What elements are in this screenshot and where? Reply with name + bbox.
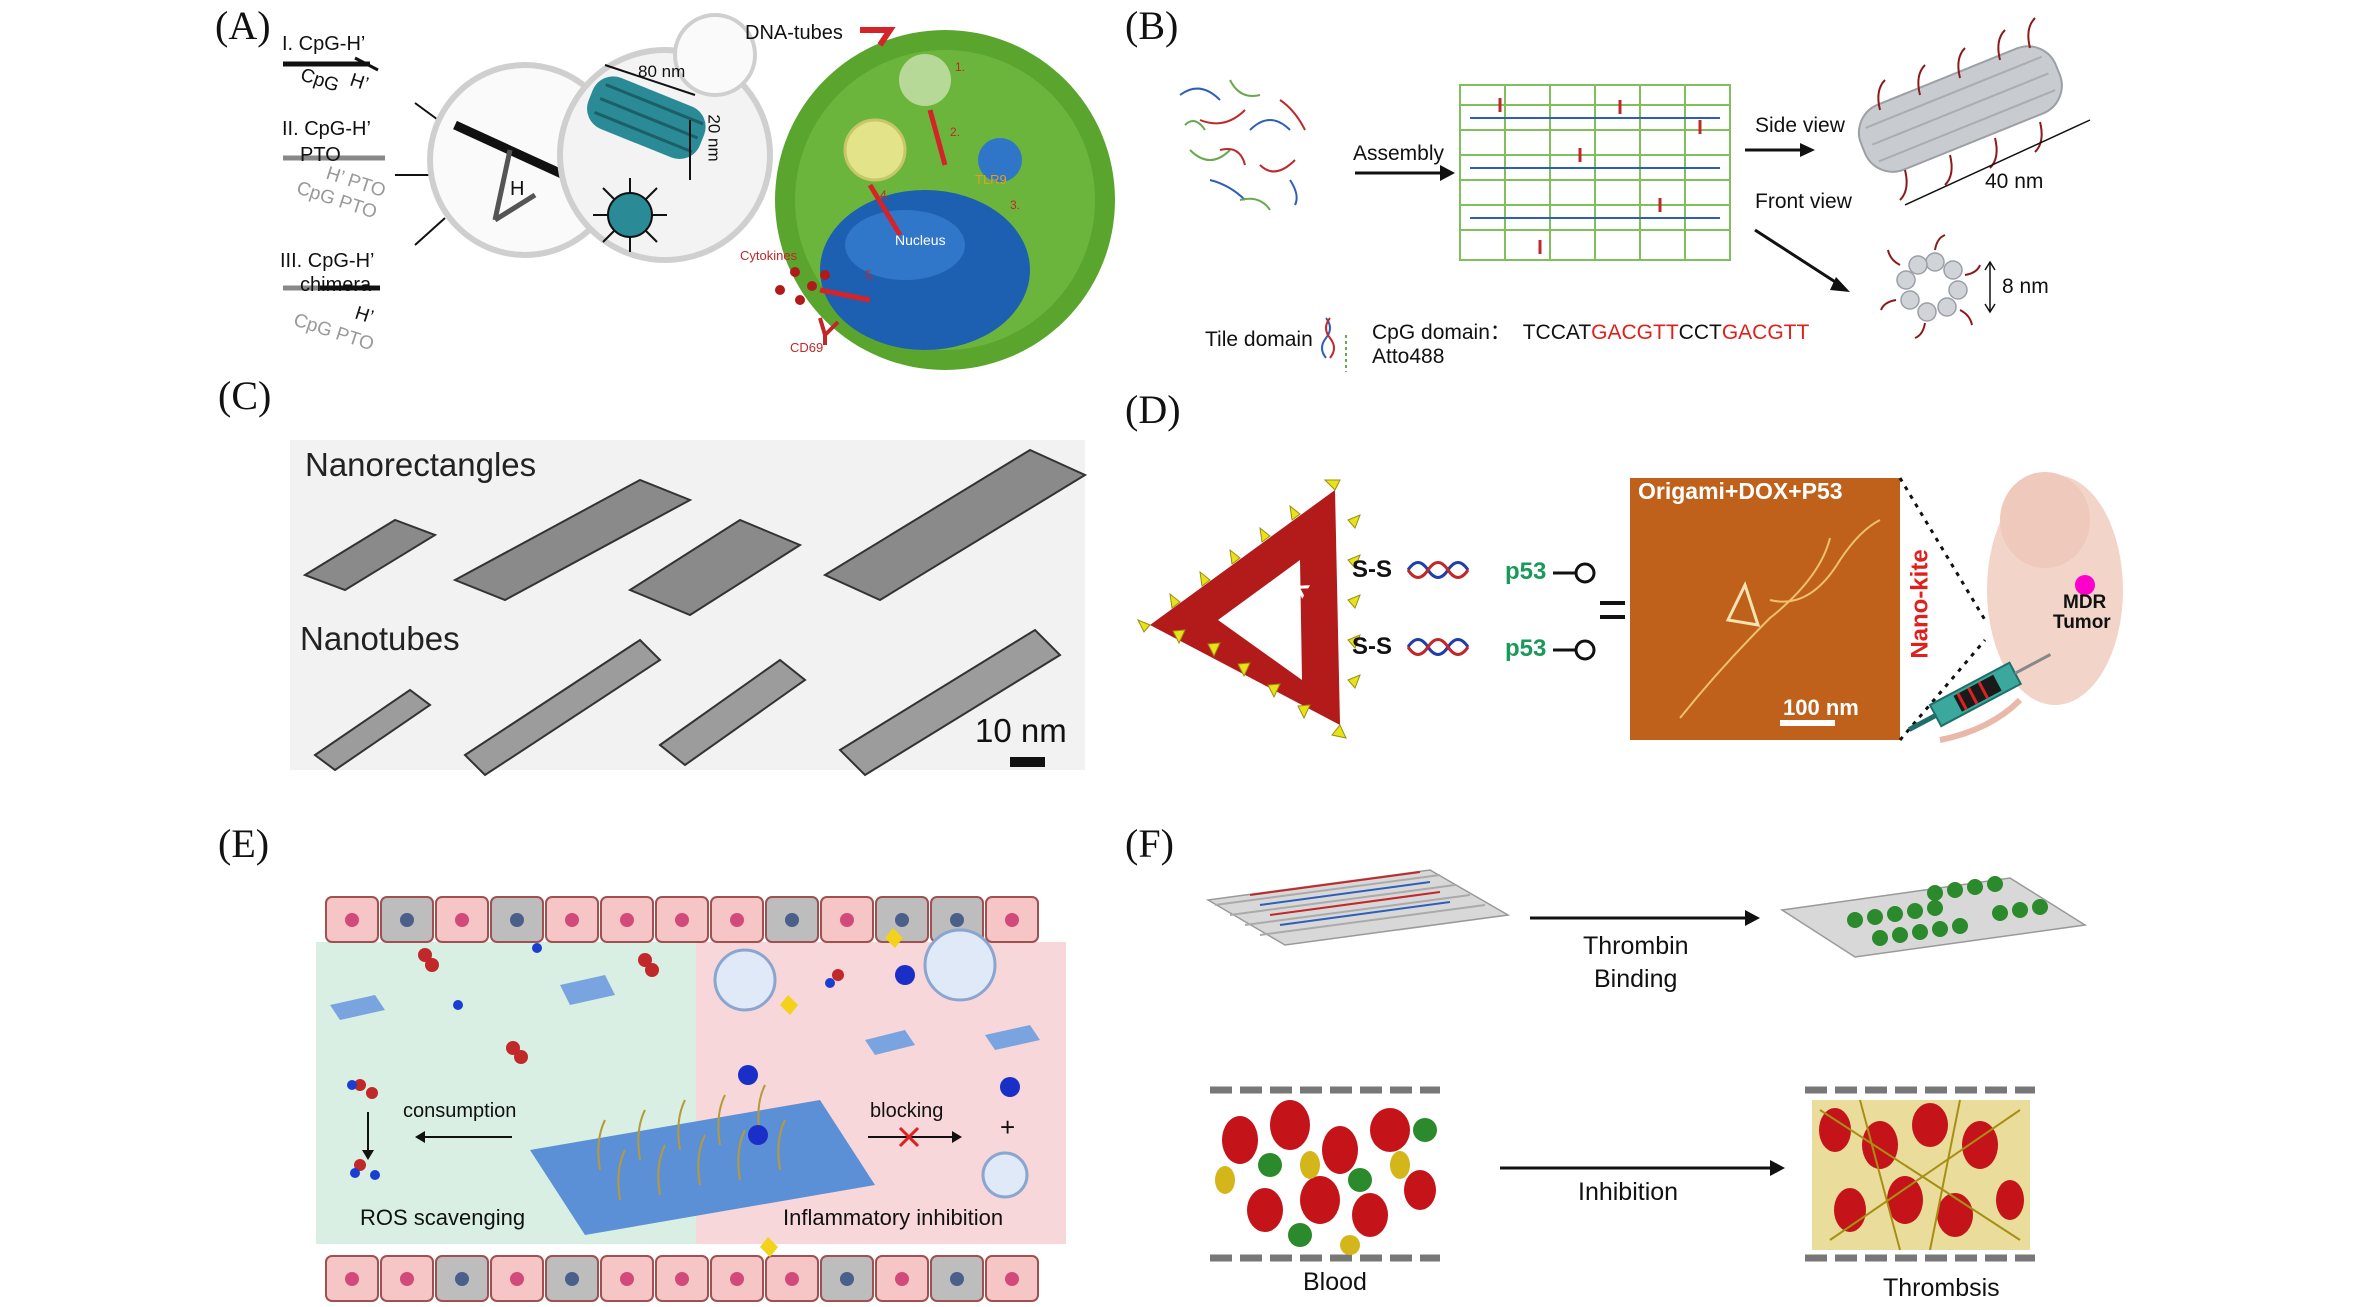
strand-2-label: II. CpG-H’ xyxy=(282,118,371,140)
cd69-label: CD69 xyxy=(790,340,824,355)
plus-sign: + xyxy=(1000,1112,1016,1142)
atto-label: Atto488 xyxy=(1372,345,1445,368)
binding-label: Binding xyxy=(1594,965,1678,993)
front-view-label: Front view xyxy=(1755,190,1852,213)
panel-a-letter: (A) xyxy=(215,3,271,48)
nucleus-label: Nucleus xyxy=(895,232,946,248)
blood-label: Blood xyxy=(1303,1268,1367,1296)
panel-f-letter: (F) xyxy=(1125,821,1174,866)
panel-a-graphic xyxy=(283,13,1115,370)
step-1: 1. xyxy=(955,60,966,74)
tile-domain-label: Tile domain xyxy=(1205,328,1313,351)
strand-3-chimera: chimera xyxy=(300,274,372,296)
ros-scavenging-label: ROS scavenging xyxy=(360,1205,526,1230)
afm-title: Origami+DOX+P53 xyxy=(1638,478,1843,504)
nanotubes-label: Nanotubes xyxy=(300,620,460,657)
scale-bar-label: 10 nm xyxy=(975,712,1067,749)
step-4: 4. xyxy=(880,188,891,202)
h-label: H xyxy=(510,178,525,200)
seq-part-3: CCT xyxy=(1678,321,1722,344)
cpg-domain-label: CpG domain： TCCATGACGTTCCTGACGTT xyxy=(1372,316,1809,346)
tlr9-label: TLR9 xyxy=(975,172,1007,187)
panel-b-letter: (B) xyxy=(1125,3,1179,48)
cpg-domain-title: CpG domain： xyxy=(1372,321,1511,344)
side-view-label: Side view xyxy=(1755,114,1845,137)
step-3: 3. xyxy=(1010,198,1021,212)
step-2: 2. xyxy=(950,125,961,139)
seq-part-1: TCCAT xyxy=(1522,321,1592,344)
panel-c-letter: (C) xyxy=(218,373,272,418)
panel-d-graphic xyxy=(1136,472,2123,743)
tumor-label: Tumor xyxy=(2053,612,2111,633)
assembly-label: Assembly xyxy=(1353,142,1445,165)
panel-e-graphic xyxy=(316,896,1066,1302)
nanorectangles-label: Nanorectangles xyxy=(305,446,537,483)
ss-linker-1: S-S xyxy=(1352,556,1393,583)
thrombin-label: Thrombin xyxy=(1583,932,1689,960)
consumption-label: consumption xyxy=(403,1100,517,1122)
inhibition-label: Inhibition xyxy=(1578,1178,1679,1206)
afm-scale-label: 100 nm xyxy=(1783,695,1859,720)
thrombsis-label: Thrombsis xyxy=(1883,1274,2000,1302)
mdr-label: MDR xyxy=(2063,592,2107,613)
panel-b-graphic xyxy=(1179,17,2091,372)
strand-3-label: III. CpG-H’ xyxy=(280,250,375,272)
strand-2-pto: PTO xyxy=(300,144,341,166)
length-label: 40 nm xyxy=(1985,170,2044,193)
panel-d-letter: (D) xyxy=(1125,387,1181,432)
p53-label-2: p53 xyxy=(1505,635,1547,662)
seq-part-2: GACGTT xyxy=(1591,321,1679,344)
sequence: TCCATGACGTTCCTGACGTT xyxy=(1523,321,1810,344)
blocking-label: blocking xyxy=(870,1100,944,1122)
ss-linker-2: S-S xyxy=(1352,633,1393,660)
cytokines-label: Cytokines xyxy=(740,248,798,263)
inflammatory-inhibition-label: Inflammatory inhibition xyxy=(783,1205,1004,1230)
seq-part-4: GACGTT xyxy=(1721,321,1810,344)
diameter-label: 8 nm xyxy=(2002,275,2049,298)
panel-c-graphic xyxy=(290,440,1088,777)
step-5: 5. xyxy=(865,268,876,282)
dim-80nm: 80 nm xyxy=(638,62,686,81)
p53-label-1: p53 xyxy=(1505,558,1547,585)
panel-e-letter: (E) xyxy=(218,821,270,866)
dna-tubes-label: DNA-tubes xyxy=(745,22,843,44)
strand-1-label: I. CpG-H’ xyxy=(282,33,366,55)
